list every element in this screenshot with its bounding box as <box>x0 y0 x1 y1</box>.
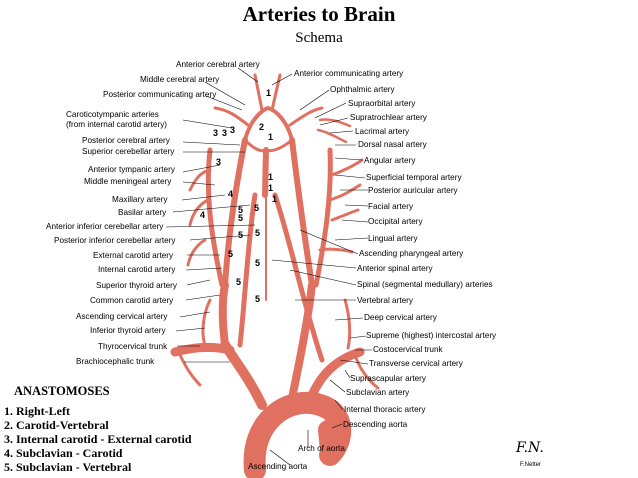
label-superficial-temporal: Superficial temporal artery <box>366 173 462 182</box>
label-descending-aorta: Descending aorta <box>343 420 408 429</box>
anastomosis-number: 3 <box>213 128 219 138</box>
label-middle-cerebral: Middle cerebral artery <box>140 75 220 84</box>
label-middle-meningeal: Middle meningeal artery <box>84 177 172 186</box>
right-vertebral <box>237 192 258 348</box>
anastomosis-item: 5. Subclavian - Vertebral <box>4 460 132 474</box>
diagram-title: Arteries to Brain <box>242 2 396 26</box>
label-anterior-spinal: Anterior spinal artery <box>357 264 433 273</box>
left-external-carotid <box>313 147 333 288</box>
right-internal-carotid <box>222 137 248 288</box>
label-ascending-cervical: Ascending cervical artery <box>76 312 168 321</box>
label-posterior-inferior-cerebellar: Posterior inferior cerebellar artery <box>54 236 176 245</box>
anastomosis-number: 1 <box>268 183 274 193</box>
anastomosis-number: 3 <box>216 157 222 167</box>
anastomosis-number: 5 <box>238 230 244 240</box>
label-vertebral: Vertebral artery <box>357 296 413 305</box>
circle-of-willis <box>243 105 294 142</box>
anastomosis-number: 2 <box>259 122 265 132</box>
label-internal-carotid: Internal carotid artery <box>98 265 176 274</box>
label-posterior-cerebral: Posterior cerebral artery <box>82 136 170 145</box>
anastomosis-number: 5 <box>238 205 244 215</box>
anastomosis-number: 5 <box>255 294 261 304</box>
label-superior-thyroid: Superior thyroid artery <box>96 281 177 290</box>
label-posterior-communicating: Posterior communicating artery <box>103 90 217 99</box>
artist-signature: F.N. <box>516 440 544 456</box>
label-external-carotid: External carotid artery <box>93 251 174 260</box>
label-internal-thoracic: Internal thoracic artery <box>344 405 426 414</box>
label-ascending-pharyngeal: Ascending pharyngeal artery <box>359 249 464 258</box>
label-lacrimal: Lacrimal artery <box>355 127 410 136</box>
label-supratrochlear: Supratrochlear artery <box>350 113 427 122</box>
label-maxillary: Maxillary artery <box>112 195 168 204</box>
anastomosis-number: 5 <box>254 203 260 213</box>
anastomosis-number: 1 <box>268 172 274 182</box>
left-subclavian <box>305 347 365 405</box>
label-spinal-segmental: Spinal (segmental medullary) arteries <box>357 280 493 289</box>
anastomosis-item: 1. Right-Left <box>4 404 70 418</box>
left-vertebral <box>272 192 325 363</box>
anastomosis-item: 2. Carotid-Vertebral <box>4 418 109 432</box>
label-anterior-cerebral: Anterior cerebral artery <box>176 60 260 69</box>
label-suprascapular: Suprascapular artery <box>350 374 426 383</box>
anastomosis-number: 3 <box>222 128 228 138</box>
right-common-carotid <box>218 281 229 349</box>
label-basilar: Basilar artery <box>118 208 167 217</box>
anastomosis-number: 4 <box>200 210 206 220</box>
left-internal-carotid <box>289 137 315 288</box>
anastomosis-number: 4 <box>228 189 234 199</box>
label-angular: Angular artery <box>364 156 416 165</box>
label-ascending-aorta: Ascending aorta <box>248 462 308 471</box>
label-thyrocervical: Thyrocervical trunk <box>98 342 168 351</box>
anastomosis-number: 5 <box>238 213 244 223</box>
label-anterior-inferior-cerebellar: Anterior inferior cerebellar artery <box>46 222 164 231</box>
arch-of-aorta <box>243 391 352 478</box>
right-subclavian <box>170 342 235 357</box>
label-supreme-intercostal: Supreme (highest) intercostal artery <box>366 331 497 340</box>
label-lingual: Lingual artery <box>368 234 418 243</box>
label-common-carotid: Common carotid artery <box>90 296 174 305</box>
label-occipital: Occipital artery <box>368 217 423 226</box>
left-common-carotid <box>288 281 316 402</box>
anastomoses-title: ANASTOMOSES <box>14 384 110 398</box>
anastomosis-number: 5 <box>236 277 242 287</box>
label-costocervical: Costocervical trunk <box>373 345 443 354</box>
label-inferior-thyroid: Inferior thyroid artery <box>90 326 166 335</box>
diagram-subtitle: Schema <box>295 30 343 46</box>
label-brachiocephalic: Brachiocephalic trunk <box>76 357 155 366</box>
label-subclavian: Subclavian artery <box>346 388 410 397</box>
label-deep-cervical: Deep cervical artery <box>364 313 437 322</box>
label-facial: Facial artery <box>368 202 414 211</box>
anastomosis-item: 4. Subclavian - Carotid <box>4 446 123 460</box>
label-posterior-auricular: Posterior auricular artery <box>368 186 458 195</box>
label-transverse-cervical: Transverse cervical artery <box>369 359 463 368</box>
anastomosis-number: 5 <box>228 249 234 259</box>
anastomosis-number: 1 <box>266 88 272 98</box>
label-supraorbital: Supraorbital artery <box>348 99 416 108</box>
basilar-artery <box>262 147 269 198</box>
label-arch-of-aorta: Arch of aorta <box>298 444 345 453</box>
anastomosis-number: 3 <box>230 125 236 135</box>
label-dorsal-nasal: Dorsal nasal artery <box>358 140 427 149</box>
label-superior-cerebellar: Superior cerebellar artery <box>82 147 175 156</box>
anastomosis-number: 1 <box>268 132 274 142</box>
anastomosis-number: 1 <box>272 194 278 204</box>
label-caroticotympanic: Caroticotympanic arteries <box>66 110 159 119</box>
right-external-carotid <box>205 147 225 288</box>
label-anterior-tympanic: Anterior tympanic artery <box>88 165 175 174</box>
label-ophthalmic: Ophthalmic artery <box>330 85 395 94</box>
descending-aorta <box>318 420 340 460</box>
label-caroticotympanic-note: (from internal carotid artery) <box>66 120 168 129</box>
artist-signature-sub: F.Netter <box>520 462 542 468</box>
label-anterior-communicating: Anterior communicating artery <box>294 69 404 78</box>
anastomosis-number: 5 <box>255 258 261 268</box>
anastomosis-number: 5 <box>255 228 261 238</box>
anastomosis-item: 3. Internal carotid - External carotid <box>4 432 192 446</box>
